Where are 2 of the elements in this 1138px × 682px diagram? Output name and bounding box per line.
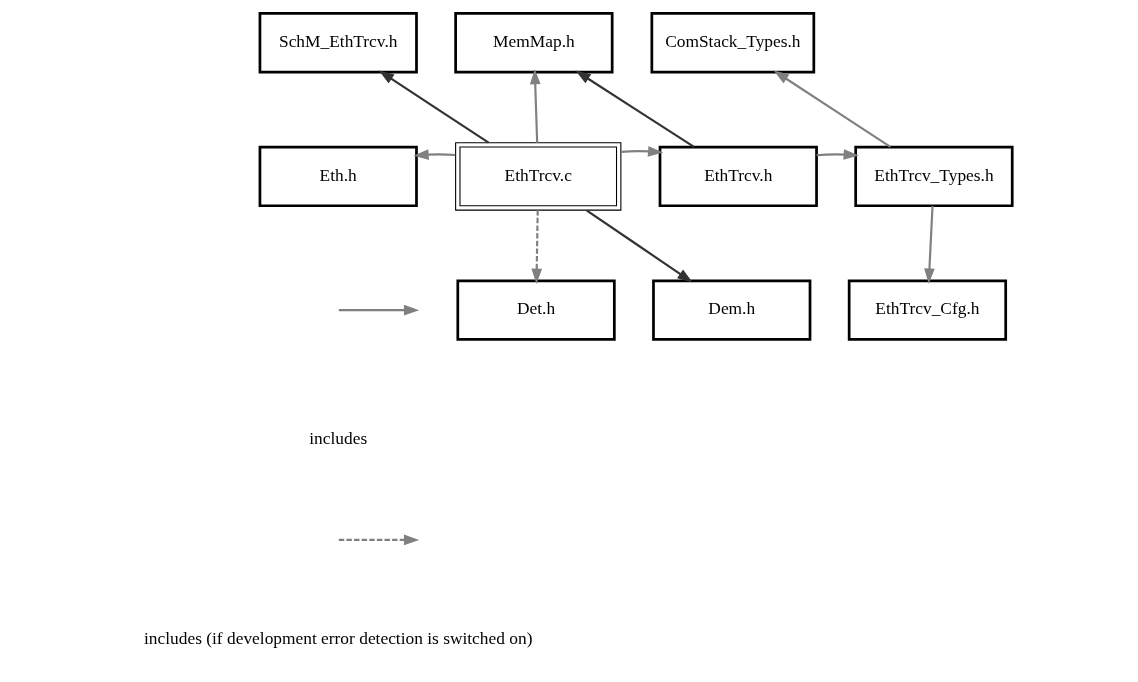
legend-label: includes [308,428,367,448]
legend-label: includes (if development error detection is switched on) [143,628,532,648]
